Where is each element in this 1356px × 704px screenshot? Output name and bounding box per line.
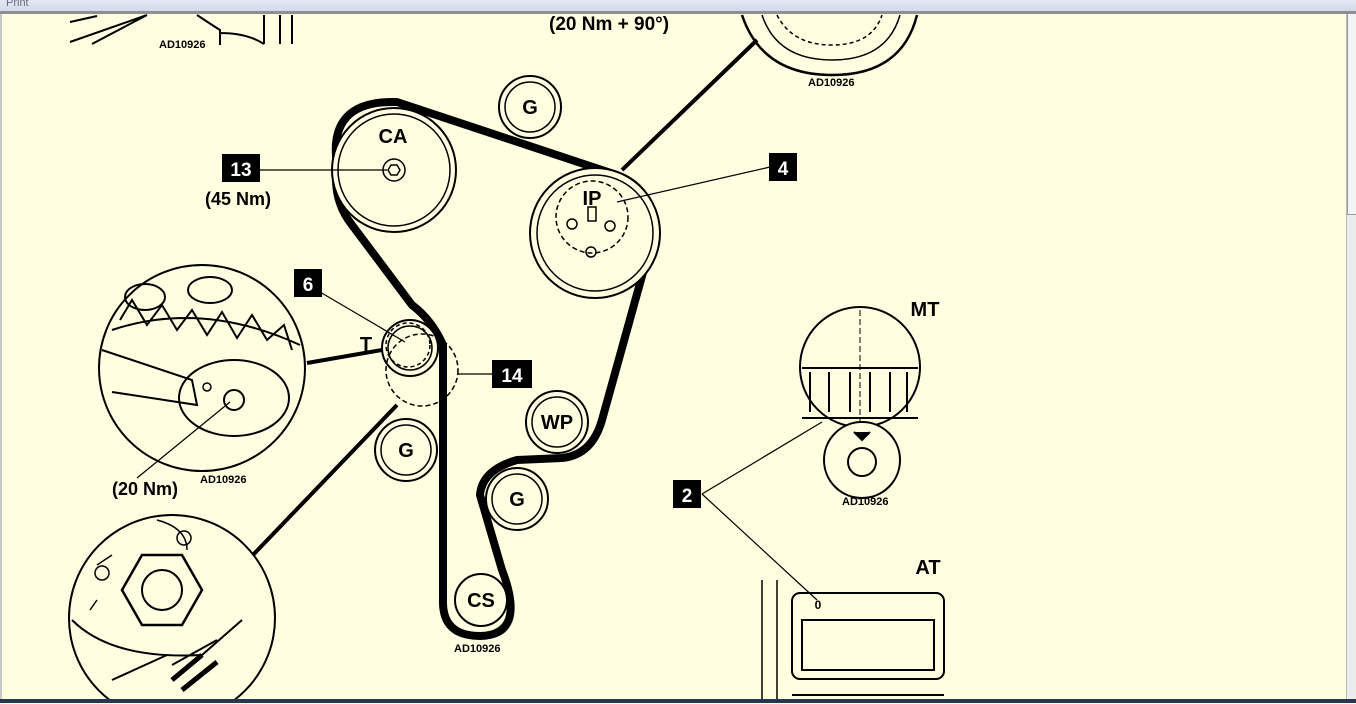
vertical-scrollbar[interactable] (1346, 14, 1356, 699)
mt-label: MT (911, 299, 940, 321)
pulley-ca-label: CA (379, 126, 408, 148)
svg-text:13: 13 (230, 160, 251, 181)
title-bar: Print (0, 0, 1356, 14)
diagram-canvas: AD10926 AD10926 AD10926 AD10926 AD10926 … (0, 14, 1349, 704)
taskbar-strip (0, 699, 1356, 703)
pulley-cs-label: CS (467, 590, 495, 612)
pulley-g-label: G (509, 489, 525, 511)
ref-code: AD10926 (159, 39, 205, 51)
callout-14: 14 (492, 360, 532, 388)
callout-2: 2 (673, 480, 701, 508)
ref-code: AD10926 (842, 496, 888, 508)
print-menu[interactable]: Print (6, 0, 29, 9)
svg-text:2: 2 (682, 486, 693, 507)
ref-code: AD10926 (454, 643, 500, 655)
top-right-sprocket (740, 14, 919, 77)
svg-text:14: 14 (501, 366, 523, 387)
scrollbar-thumb[interactable] (1347, 14, 1356, 215)
pulley-t-label: T (360, 334, 372, 356)
timing-belt-diagram: AD10926 AD10926 AD10926 AD10926 AD10926 … (68, 14, 945, 704)
ref-code: AD10926 (200, 474, 246, 486)
pulley-g-label: G (522, 97, 538, 119)
callout-13: 13 (222, 154, 260, 182)
pulley-wp-label: WP (541, 412, 573, 434)
top-torque: (20 Nm + 90°) (549, 14, 669, 35)
callout-6: 6 (294, 269, 322, 297)
torque-tensioner: (20 Nm) (112, 479, 178, 499)
callout-4: 4 (769, 153, 797, 181)
pulley-g-label: G (398, 440, 414, 462)
svg-text:4: 4 (778, 159, 789, 180)
svg-text:6: 6 (303, 275, 314, 296)
timing-mark: 0 (815, 598, 822, 612)
ref-code: AD10926 (808, 77, 854, 89)
pulley-ip-label: IP (583, 188, 602, 210)
at-label: AT (915, 557, 940, 579)
torque-camshaft: (45 Nm) (205, 189, 271, 209)
